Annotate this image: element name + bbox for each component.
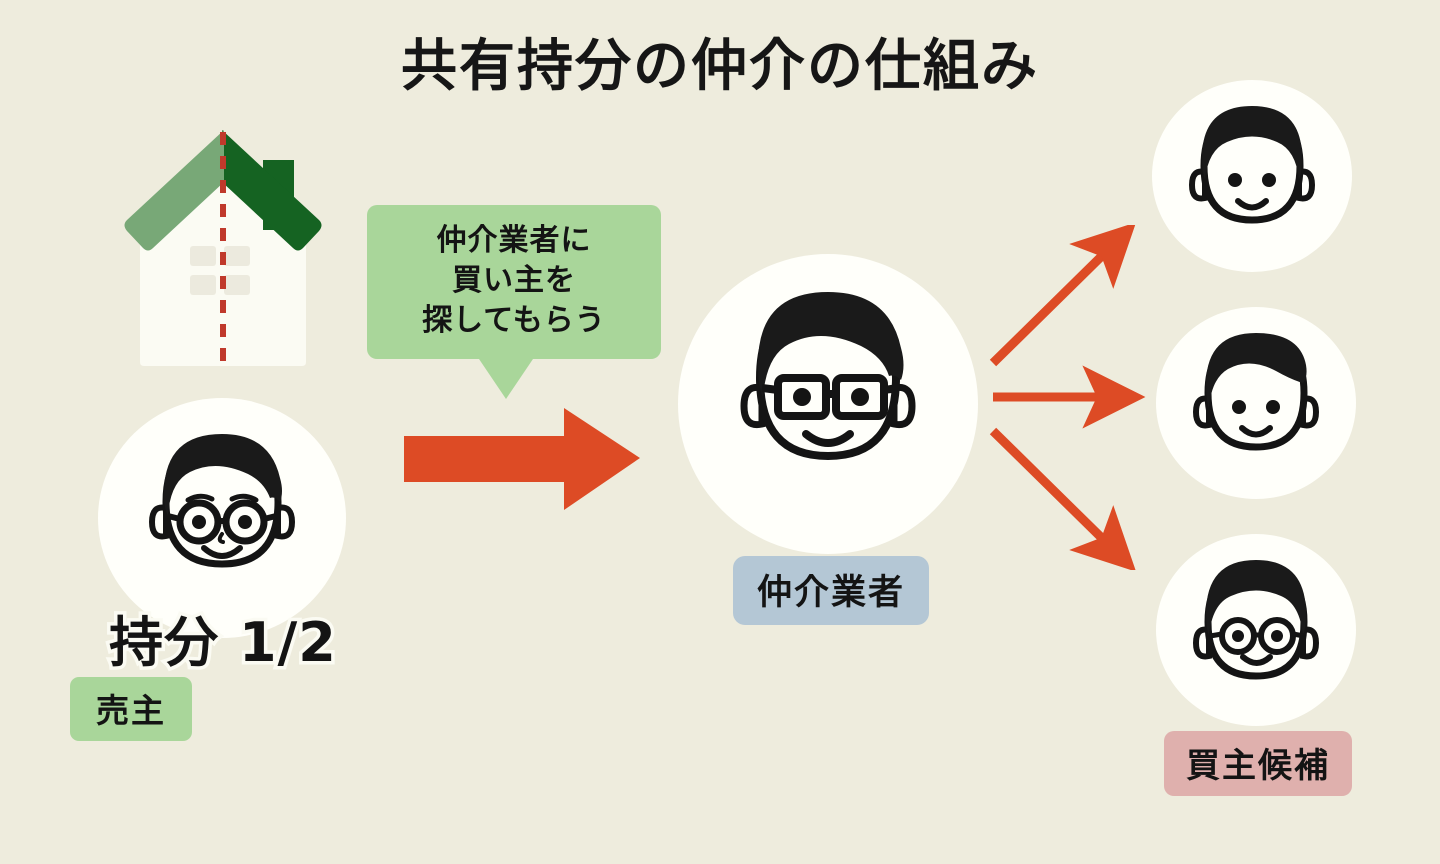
buyer-candidate-2	[1156, 307, 1356, 499]
seller-figure: 持分 1/2	[98, 398, 348, 718]
speech-bubble-tail	[479, 358, 533, 399]
seller-share-text: 持分 1/2	[106, 608, 340, 678]
man-with-round-glasses-icon	[148, 434, 296, 568]
page-title: 共有持分の仲介の仕組み	[401, 34, 1039, 99]
person-side-part-hair-icon	[1192, 333, 1320, 451]
person-round-glasses-icon	[1192, 560, 1320, 680]
agent-to-buyer-3-arrow	[989, 427, 1137, 572]
house-roof-right	[222, 130, 322, 251]
house-window	[190, 246, 216, 266]
man-with-square-glasses-icon	[740, 292, 916, 461]
house-illustration	[98, 118, 348, 366]
person-bowl-hair-icon	[1188, 106, 1316, 224]
seller-to-agent-arrow	[402, 406, 642, 512]
speech-bubble-line-2: 買い主を	[452, 262, 576, 298]
agent-badge: 仲介業者	[733, 556, 930, 625]
speech-bubble-line-1: 仲介業者に	[436, 223, 592, 258]
seller-badge: 売主	[70, 677, 192, 741]
house-icon	[124, 130, 322, 366]
house-window	[224, 246, 250, 266]
buyer-candidate-3	[1156, 534, 1356, 726]
house-window	[224, 275, 250, 295]
house-roof-left	[124, 130, 224, 251]
speech-bubble: 仲介業者に 買い主を 探してもらう	[367, 205, 661, 399]
buyer-candidates-badge: 買主候補	[1164, 731, 1352, 796]
speech-bubble-line-3: 探してもらう	[422, 302, 606, 338]
house-window	[190, 275, 216, 295]
buyer-candidate-1	[1152, 80, 1352, 272]
agent-to-buyer-1-arrow	[989, 222, 1137, 367]
right-arrow-icon	[404, 408, 640, 510]
fanout-arrow-group	[985, 222, 1160, 572]
agent-figure	[678, 254, 978, 556]
